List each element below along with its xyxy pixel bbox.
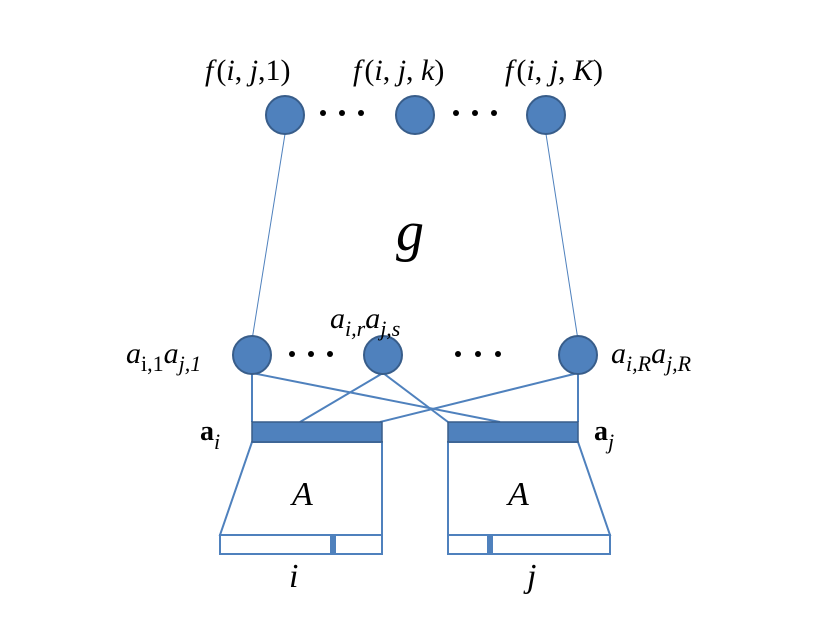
top-ellipsis-right bbox=[453, 110, 497, 116]
vector-label-aj: aj bbox=[594, 416, 614, 454]
index-label-i: i bbox=[289, 558, 298, 595]
vector-bar-aj bbox=[447, 421, 579, 443]
label-f-i-j-1: f(i, j,1) bbox=[205, 54, 291, 87]
index-label-j: j bbox=[523, 558, 536, 595]
top-ellipsis-left bbox=[320, 110, 364, 116]
input-strip-j bbox=[447, 534, 611, 555]
edge-left-node-to-aj bbox=[251, 372, 501, 423]
product-node-R bbox=[558, 335, 598, 375]
label-a-iR-a-jR: ai,Raj,R bbox=[611, 337, 692, 376]
matrix-A-right-label: A bbox=[506, 476, 529, 513]
label-a-i1-a-j1: ai,1aj,1 bbox=[126, 337, 201, 376]
matrix-A-right bbox=[447, 441, 612, 536]
edge-mid-node-to-aj bbox=[382, 372, 449, 423]
edge-mid-node-to-ai bbox=[299, 372, 384, 423]
edge-top-left bbox=[251, 133, 286, 341]
input-strip-j-active-cell bbox=[487, 535, 493, 554]
top-node-k bbox=[395, 95, 435, 135]
label-a-ir-a-js: ai,raj,s bbox=[330, 302, 400, 341]
label-f-i-j-K: f(i, j, K) bbox=[505, 54, 603, 87]
input-strip-i-active-cell bbox=[330, 535, 336, 554]
vector-label-ai: ai bbox=[200, 416, 220, 454]
vector-bar-ai bbox=[251, 421, 383, 443]
top-node-1 bbox=[265, 95, 305, 135]
function-label-g: g bbox=[396, 201, 424, 263]
edge-top-right bbox=[545, 133, 579, 341]
edge-right-node-to-ai bbox=[379, 372, 579, 423]
product-node-1 bbox=[232, 335, 272, 375]
product-ellipsis-left bbox=[289, 351, 333, 357]
top-node-K bbox=[526, 95, 566, 135]
matrix-A-left-label: A bbox=[290, 476, 313, 513]
input-strip-i bbox=[219, 534, 383, 555]
product-node-rs bbox=[363, 335, 403, 375]
product-ellipsis-right bbox=[455, 351, 501, 357]
label-f-i-j-k: f(i, j, k) bbox=[353, 54, 444, 87]
